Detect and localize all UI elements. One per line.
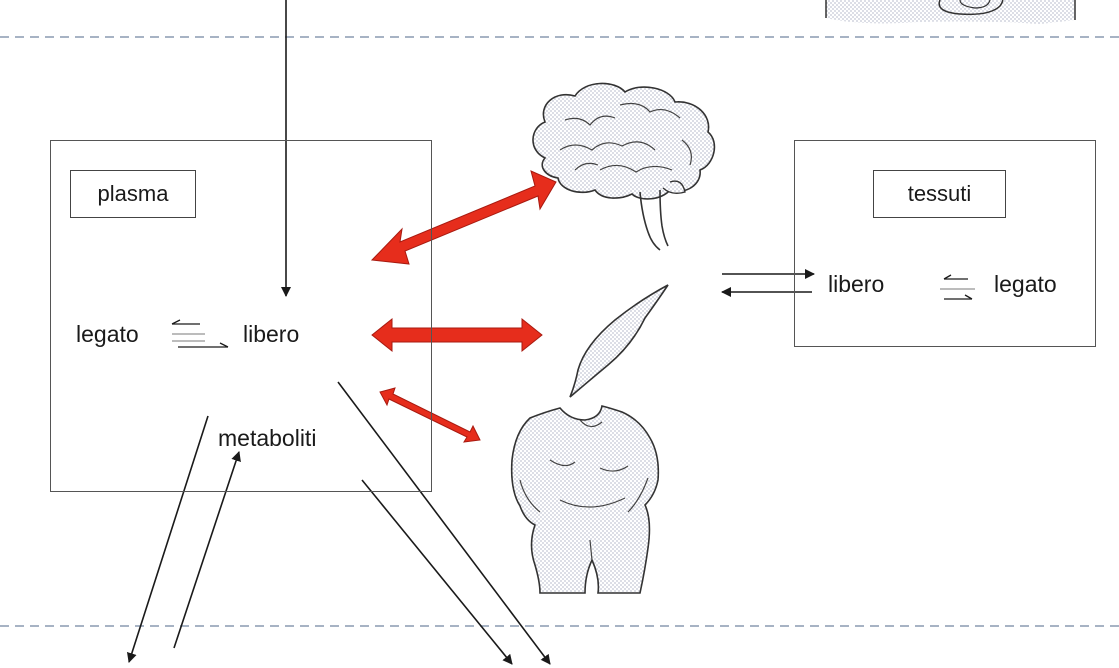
elimination-arrow-2	[362, 480, 512, 664]
intestine-icon	[826, 0, 1075, 24]
plasma-title: plasma	[70, 170, 196, 218]
tissue-title: tessuti	[873, 170, 1006, 218]
muscle-icon	[570, 285, 668, 397]
plasma-bound-label: legato	[76, 323, 139, 346]
metabolites-label: metaboliti	[218, 427, 316, 450]
brain-icon	[533, 83, 714, 250]
tissue-bound-label: legato	[994, 273, 1057, 296]
plasma-free-label: libero	[243, 323, 299, 346]
body-icon	[512, 406, 659, 593]
tissue-free-label: libero	[828, 273, 884, 296]
